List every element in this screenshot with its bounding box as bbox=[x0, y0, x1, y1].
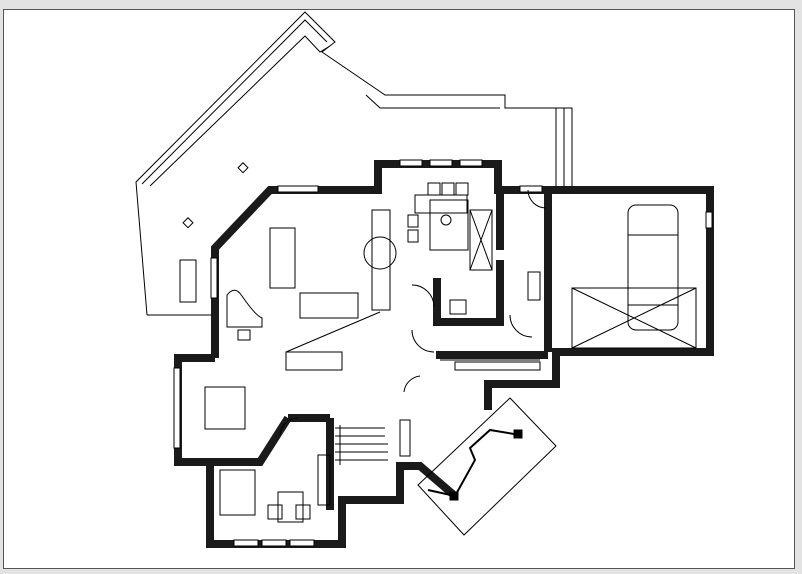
exterior-walls bbox=[174, 160, 714, 548]
garage bbox=[571, 204, 697, 349]
windows bbox=[173, 159, 713, 547]
kitchen-counter bbox=[414, 194, 468, 214]
car bbox=[627, 204, 679, 331]
terrace bbox=[417, 397, 557, 536]
roof-outline bbox=[135, 11, 573, 316]
columns bbox=[182, 162, 249, 229]
partition bbox=[371, 209, 391, 311]
stairs bbox=[335, 425, 388, 465]
furniture bbox=[204, 182, 541, 523]
bed bbox=[219, 469, 256, 516]
piano bbox=[226, 289, 263, 328]
sink bbox=[449, 299, 467, 315]
doors bbox=[279, 189, 547, 436]
sofa bbox=[269, 227, 296, 289]
dining-table bbox=[204, 386, 246, 430]
sofa bbox=[299, 292, 359, 319]
